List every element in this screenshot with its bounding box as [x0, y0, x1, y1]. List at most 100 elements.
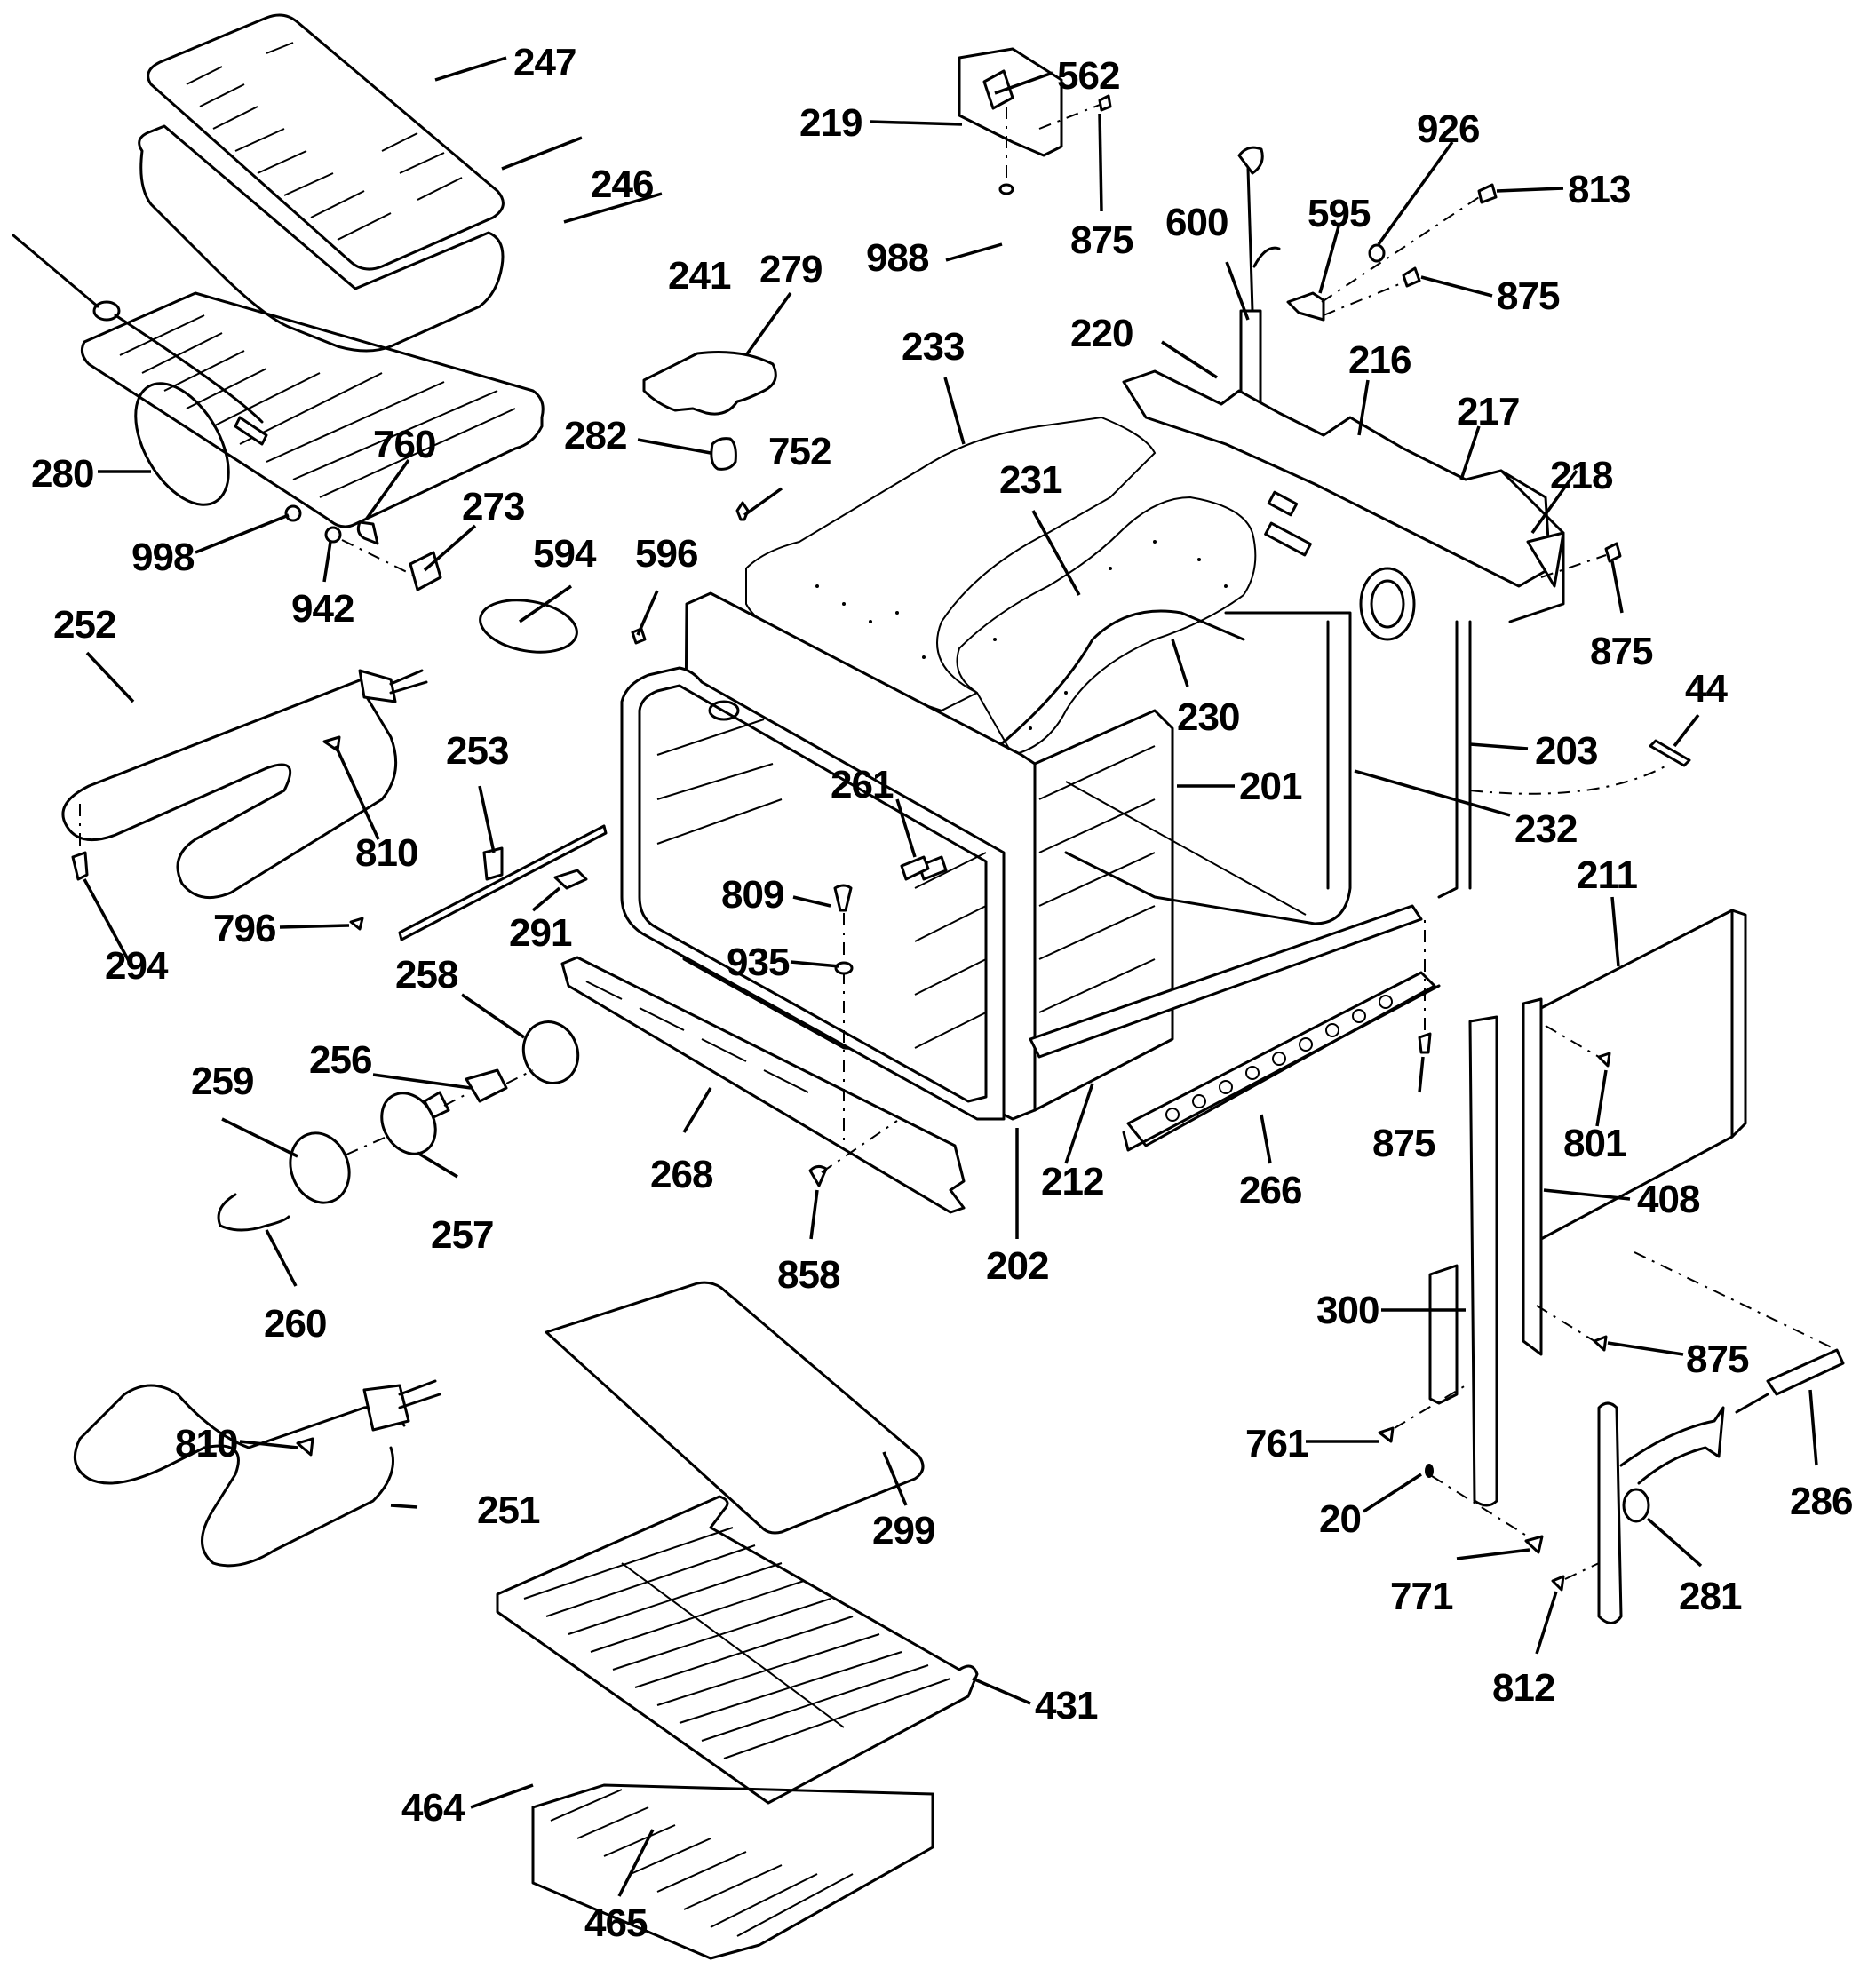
label-299: 299: [872, 1509, 934, 1552]
label-217: 217: [1457, 390, 1519, 433]
part-251: [73, 1379, 441, 1568]
part-801: [1597, 1052, 1611, 1068]
label-875-upper-right: 875: [1590, 630, 1653, 673]
part-810b: [296, 1437, 314, 1457]
label-252: 252: [53, 603, 115, 647]
part-256: [465, 1068, 508, 1103]
part-875e: [1593, 1335, 1608, 1352]
label-813: 813: [1568, 168, 1630, 211]
label-259: 259: [191, 1060, 253, 1103]
part-464: [531, 1783, 934, 1960]
label-988: 988: [866, 236, 929, 280]
top-rail-part: [1122, 369, 1565, 641]
part-431: [496, 1495, 979, 1805]
part-291: [553, 869, 588, 890]
label-20: 20: [1319, 1497, 1361, 1541]
label-801: 801: [1563, 1122, 1626, 1165]
label-216: 216: [1348, 338, 1411, 382]
part-760: [356, 520, 379, 545]
label-752: 752: [768, 430, 831, 473]
part-268: [560, 956, 966, 1214]
part-812: [1551, 1575, 1565, 1592]
part-20: [1425, 1464, 1434, 1478]
label-761: 761: [1245, 1422, 1308, 1465]
label-266: 266: [1239, 1169, 1301, 1212]
part-796: [349, 917, 364, 931]
label-218: 218: [1550, 454, 1613, 497]
label-810-lower: 810: [175, 1422, 237, 1465]
label-231: 231: [999, 458, 1062, 502]
callout-labels: 247 246 241 219 562 875 988 279 926 813 …: [31, 41, 1853, 1945]
label-241: 241: [668, 254, 731, 298]
part-260: [217, 1193, 290, 1232]
label-294: 294: [105, 944, 169, 988]
part-813: [1477, 183, 1498, 204]
part-212: [1029, 904, 1423, 1059]
part-942: [324, 526, 342, 544]
part-286: [1735, 1348, 1845, 1414]
label-260: 260: [264, 1302, 326, 1346]
part-408: [1522, 997, 1543, 1356]
label-596: 596: [635, 532, 697, 576]
part-252: [61, 669, 428, 900]
label-280: 280: [31, 452, 93, 496]
part-761: [1378, 1426, 1395, 1443]
broiler-pan-part: [138, 124, 505, 353]
label-926: 926: [1417, 107, 1479, 151]
label-212: 212: [1041, 1160, 1103, 1203]
leader-lines: [83, 56, 1818, 1897]
label-935: 935: [727, 941, 790, 984]
label-771: 771: [1390, 1575, 1453, 1618]
label-281: 281: [1679, 1575, 1742, 1618]
part-926: [1368, 243, 1386, 263]
part-299: [545, 1281, 925, 1535]
part-771: [1524, 1535, 1544, 1554]
label-203: 203: [1535, 729, 1597, 773]
part-261: [900, 855, 930, 881]
label-595: 595: [1308, 192, 1371, 235]
label-257: 257: [431, 1213, 493, 1257]
part-875c: [1604, 542, 1622, 563]
label-562: 562: [1057, 54, 1119, 98]
label-232: 232: [1514, 807, 1577, 851]
label-875-mid: 875: [1372, 1122, 1435, 1165]
label-431: 431: [1035, 1684, 1098, 1727]
label-408: 408: [1637, 1178, 1700, 1221]
label-464: 464: [401, 1786, 465, 1830]
part-858: [808, 1164, 828, 1187]
part-998: [284, 504, 302, 522]
oven-cabinet-part: [1064, 611, 1352, 925]
label-258: 258: [395, 953, 458, 996]
label-594: 594: [533, 532, 597, 576]
label-875-lower: 875: [1686, 1338, 1749, 1381]
label-251: 251: [477, 1489, 540, 1532]
label-942: 942: [291, 587, 354, 631]
label-230: 230: [1177, 695, 1239, 739]
label-256: 256: [309, 1038, 371, 1082]
label-600: 600: [1165, 201, 1228, 244]
label-858: 858: [777, 1253, 840, 1297]
part-294: [71, 851, 89, 881]
label-810-upper: 810: [355, 831, 417, 875]
part-266: [1122, 971, 1441, 1152]
part-253: [398, 824, 608, 941]
label-246: 246: [591, 163, 653, 206]
label-760: 760: [373, 423, 435, 466]
label-282: 282: [564, 414, 626, 457]
label-219: 219: [799, 101, 862, 145]
part-595: [1286, 291, 1325, 322]
label-465: 465: [584, 1901, 648, 1945]
oven-liner-part: [620, 591, 1174, 1121]
part-300: [1428, 1015, 1498, 1507]
label-300: 300: [1316, 1289, 1379, 1332]
part-258: [521, 1020, 580, 1084]
label-261: 261: [831, 763, 894, 806]
label-220: 220: [1070, 312, 1133, 355]
label-211: 211: [1577, 853, 1638, 897]
label-273: 273: [462, 485, 524, 528]
label-286: 286: [1790, 1480, 1852, 1523]
label-201: 201: [1239, 765, 1302, 808]
part-257: [380, 1091, 450, 1155]
label-279: 279: [759, 248, 822, 291]
